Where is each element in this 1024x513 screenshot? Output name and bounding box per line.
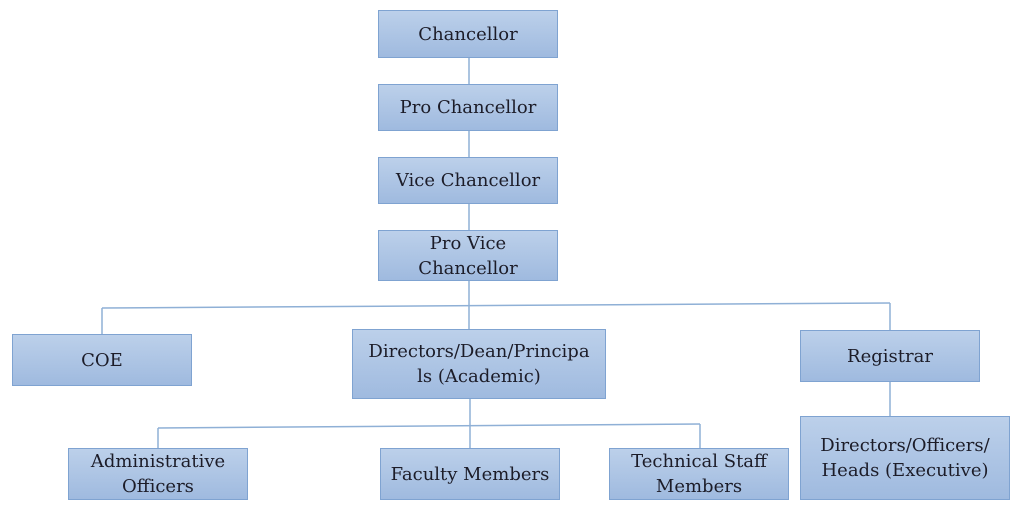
node-label: Chancellor <box>418 257 518 279</box>
node-label: Members <box>655 476 743 497</box>
node-registrar: Registrar <box>800 330 980 382</box>
node-label: Faculty Members <box>390 463 550 485</box>
node-label: Vice Chancellor <box>395 170 541 191</box>
node-label: Technical Staff <box>631 451 767 472</box>
connector <box>157 423 701 429</box>
node-pro-chancellor: Pro Chancellor <box>378 84 558 131</box>
node-label: Chancellor <box>418 23 518 45</box>
connector <box>101 302 891 309</box>
node-directors-academic: Directors/Dean/Principa ls (Academic) <box>352 329 606 399</box>
node-faculty-members: Faculty Members <box>380 448 560 500</box>
node-label: Directors/Officers/ <box>820 435 990 456</box>
node-label: COE <box>81 349 123 371</box>
node-chancellor: Chancellor <box>378 10 558 58</box>
node-label: Directors/Dean/Principa <box>368 341 590 362</box>
node-label: Registrar <box>847 345 933 367</box>
node-label: Pro Vice <box>429 232 507 254</box>
node-coe: COE <box>12 334 192 386</box>
node-directors-executive: Directors/Officers/Heads (Executive) <box>800 416 1010 500</box>
node-vice-chancellor: Vice Chancellor <box>378 157 558 204</box>
node-label: Heads (Executive) <box>821 460 989 481</box>
node-label: Officers <box>122 476 194 497</box>
node-label: Pro Chancellor <box>399 97 537 118</box>
node-label: ls (Academic) <box>417 366 541 387</box>
node-label: Administrative <box>90 451 226 472</box>
